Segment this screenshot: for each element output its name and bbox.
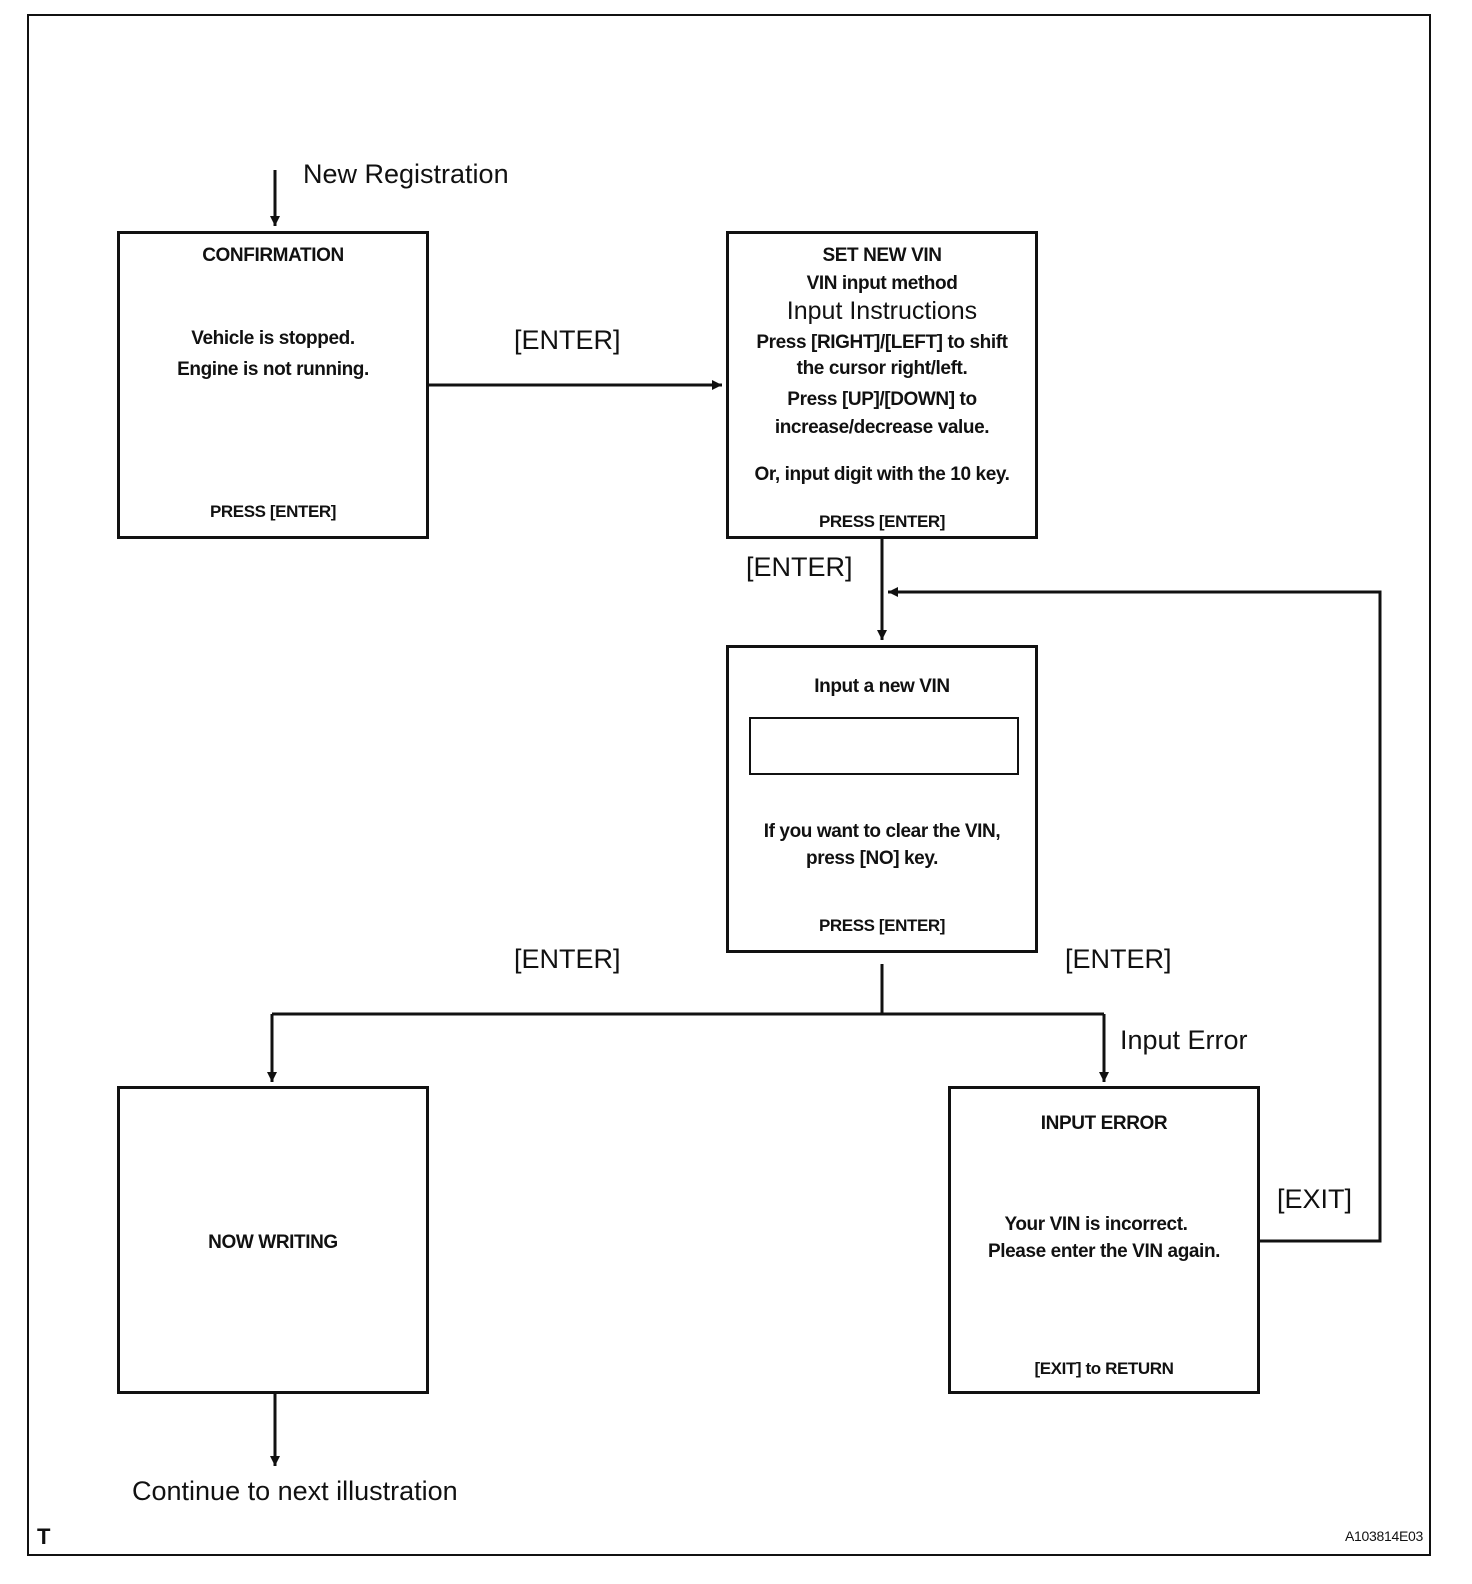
- now-writing-screen: NOW WRITING: [117, 1086, 429, 1394]
- figure-id: A103814E03: [1345, 1528, 1423, 1544]
- label-enter-confirm: [ENTER]: [514, 325, 621, 355]
- input-error-title: INPUT ERROR: [1040, 1113, 1168, 1134]
- confirmation-footer: PRESS [ENTER]: [209, 502, 337, 521]
- input-error-line-2: Please enter the VIN again.: [987, 1241, 1221, 1262]
- label-enter-right: [ENTER]: [1065, 944, 1172, 974]
- arrow-exit-return: [888, 587, 1382, 1243]
- input-error-screen: INPUT ERROR Your VIN is incorrect. Pleas…: [948, 1086, 1260, 1394]
- now-writing-title: NOW WRITING: [208, 1232, 338, 1253]
- label-exit: [EXIT]: [1277, 1184, 1353, 1214]
- input-vin-footer: PRESS [ENTER]: [818, 916, 946, 935]
- set-new-vin-line-4: increase/decrease value.: [774, 417, 990, 438]
- input-vin-title: Input a new VIN: [814, 676, 950, 697]
- set-new-vin-line-2: the cursor right/left.: [796, 358, 968, 379]
- input-vin-line-1: If you want to clear the VIN,: [763, 821, 1001, 842]
- confirmation-title: CONFIRMATION: [202, 245, 344, 266]
- set-new-vin-screen: SET NEW VIN VIN input method Input Instr…: [726, 231, 1038, 539]
- label-input-error: Input Error: [1120, 1025, 1248, 1055]
- set-new-vin-line-5: Or, input digit with the 10 key.: [754, 464, 1010, 485]
- label-enter-setvin: [ENTER]: [746, 552, 853, 582]
- label-continue: Continue to next illustration: [132, 1476, 458, 1506]
- set-new-vin-line-1: Press [RIGHT]/[LEFT] to shift: [756, 332, 1008, 353]
- diagram-frame: [27, 14, 1431, 1556]
- confirmation-screen: CONFIRMATION Vehicle is stopped. Engine …: [117, 231, 429, 539]
- set-new-vin-subtitle: VIN input method: [806, 273, 958, 294]
- vin-input-field[interactable]: [749, 717, 1019, 775]
- label-new-registration: New Registration: [303, 159, 509, 189]
- set-new-vin-line-3: Press [UP]/[DOWN] to: [787, 389, 977, 410]
- input-error-line-1: Your VIN is incorrect.: [1004, 1214, 1188, 1235]
- set-new-vin-instructions-heading: Input Instructions: [786, 297, 978, 325]
- confirmation-line-2: Engine is not running.: [177, 359, 369, 380]
- input-error-footer: [EXIT] to RETURN: [1034, 1359, 1174, 1378]
- corner-mark: T: [37, 1524, 51, 1549]
- input-vin-screen: Input a new VIN If you want to clear the…: [726, 645, 1038, 953]
- confirmation-line-1: Vehicle is stopped.: [191, 328, 355, 349]
- label-enter-left: [ENTER]: [514, 944, 621, 974]
- input-vin-line-2: press [NO] key.: [806, 848, 938, 869]
- set-new-vin-footer: PRESS [ENTER]: [818, 512, 946, 531]
- set-new-vin-title: SET NEW VIN: [822, 245, 942, 266]
